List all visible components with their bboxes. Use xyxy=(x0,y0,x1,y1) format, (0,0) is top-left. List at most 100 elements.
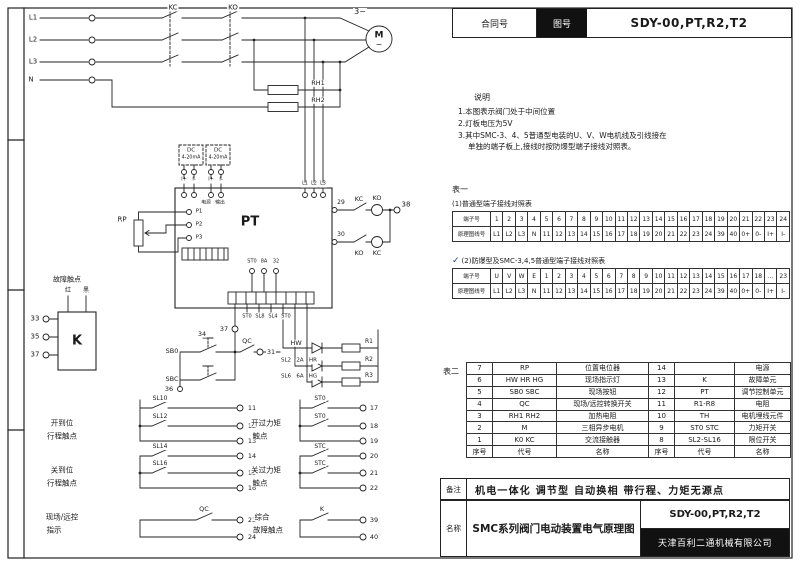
table-cell: 19 xyxy=(714,211,728,227)
i-minus-2: I- xyxy=(218,177,224,184)
table-cell: 20 xyxy=(651,226,666,242)
table-cell: 0+ xyxy=(739,283,753,299)
normal-table-caption: (1)普通型端子接线对照表 xyxy=(452,200,532,208)
terminal-39: 39 xyxy=(368,515,380,524)
p2-label: P2 xyxy=(194,221,204,228)
table-cell: 15 xyxy=(664,211,678,227)
table-cell: 15 xyxy=(714,268,728,284)
table-cell: 17 xyxy=(739,268,753,284)
table-cell: 7 xyxy=(466,362,493,375)
st0-label-2: ST0 xyxy=(313,413,327,420)
table-cell: 12 xyxy=(552,283,566,299)
terminal-30: 30 xyxy=(336,231,346,238)
table-cell: TH xyxy=(674,409,735,423)
table-cell: 19 xyxy=(639,226,653,242)
table-cell: 12 xyxy=(626,211,641,227)
table-cell: 端子号 xyxy=(452,268,491,284)
table-cell: PT xyxy=(674,385,735,399)
table-cell: 5 xyxy=(589,268,604,284)
table-cell: 17 xyxy=(614,283,629,299)
terminal-19: 19 xyxy=(368,436,380,445)
table-cell: 电源 xyxy=(734,362,791,375)
table-cell: L1 xyxy=(489,283,504,299)
table-cell: 端子号 xyxy=(452,211,491,227)
table-cell: L3 xyxy=(514,283,529,299)
terminal-35: 35 xyxy=(29,332,41,341)
table-cell: 9 xyxy=(648,421,675,435)
i-plus-1: I+ xyxy=(180,177,188,184)
terminal-38: 38 xyxy=(400,200,412,209)
table-cell: 23 xyxy=(689,226,703,242)
table-cell: 1 xyxy=(489,211,504,227)
terminal-31: 31 xyxy=(265,347,277,356)
note-line: 1.本图表示阀门处于中间位置 xyxy=(458,107,556,117)
table-cell: 18 xyxy=(701,211,716,227)
rp-label: RP xyxy=(116,215,128,224)
lamp-circuits xyxy=(246,303,379,388)
table-cell: 代号 xyxy=(674,445,735,459)
table-cell: 17 xyxy=(689,211,703,227)
table-cell: 原理图线号 xyxy=(452,283,491,299)
table-cell: 序号 xyxy=(648,445,675,459)
open-torque-line1: 开过力矩 xyxy=(250,418,282,428)
note-line: 单独的端子板上,接线时按防爆型端子接线对照表。 xyxy=(468,142,636,152)
table-cell: 14 xyxy=(651,211,666,227)
terminal-40: 40 xyxy=(368,532,380,541)
table-cell: 20 xyxy=(651,283,666,299)
table-cell: 21 xyxy=(739,211,753,227)
combined-fault-line2: 故障触点 xyxy=(252,525,284,535)
terminal-34: 34 xyxy=(196,329,208,338)
sl2-label: SL2 xyxy=(279,357,293,364)
table-cell: 原理图线号 xyxy=(452,226,491,242)
terminal-14: 14 xyxy=(246,451,258,460)
k-contact-label: K xyxy=(318,504,326,513)
table-cell: 15 xyxy=(589,283,604,299)
table-cell: 现场/远控转换开关 xyxy=(556,397,649,411)
table-cell: 23 xyxy=(763,211,778,227)
table-cell: 24 xyxy=(701,226,716,242)
table-cell: 13 xyxy=(689,268,703,284)
hr-label: HR xyxy=(308,357,318,364)
l3-label: L3 xyxy=(27,57,39,66)
drawing-no-footer: SDY-00,PT,R2,T2 xyxy=(641,501,789,529)
kc-label-2: KC xyxy=(371,248,383,257)
table-cell: L2 xyxy=(502,226,516,242)
table-cell: 2 xyxy=(552,268,566,284)
ko-contact-label: KO xyxy=(227,3,239,12)
notes-section: 说明 1.本图表示阀门处于中间位置 2.灯板电压为5V 3.其中SMC-3、4、… xyxy=(458,92,788,153)
sl12-label: SL12 xyxy=(151,413,169,420)
table-cell: 14 xyxy=(577,283,591,299)
table-cell: 13 xyxy=(564,226,579,242)
heater-resistors xyxy=(253,39,341,112)
pt-l2-label: L2 xyxy=(310,181,318,188)
table-cell: … xyxy=(763,268,778,284)
table-cell: 19 xyxy=(639,283,653,299)
r1-label: R1 xyxy=(364,338,374,345)
table-cell: 2 xyxy=(502,211,516,227)
table-cell: 11 xyxy=(539,226,554,242)
table-cell: 0- xyxy=(751,283,765,299)
table-cell: I+ xyxy=(763,226,778,242)
fault-heading: 故障触点 xyxy=(52,275,82,284)
table-cell: 22 xyxy=(676,283,691,299)
table-cell: E xyxy=(527,268,541,284)
qc-label-1: QC xyxy=(241,336,253,345)
dc2-label: DC xyxy=(212,147,224,154)
dc1-label: DC xyxy=(185,147,197,154)
terminal-22: 22 xyxy=(368,483,380,492)
open-travel-line2: 行程触点 xyxy=(46,431,78,441)
dc2-range: 4-20mA xyxy=(207,155,229,162)
table-cell: 9 xyxy=(639,268,653,284)
rh1-label: RH1 xyxy=(310,78,326,87)
p1-label: P1 xyxy=(194,208,204,215)
terminal-24: 24 xyxy=(246,532,258,541)
table-cell: RH1 RH2 xyxy=(492,409,557,423)
table-cell: 16 xyxy=(676,211,691,227)
table-cell: 13 xyxy=(564,283,579,299)
